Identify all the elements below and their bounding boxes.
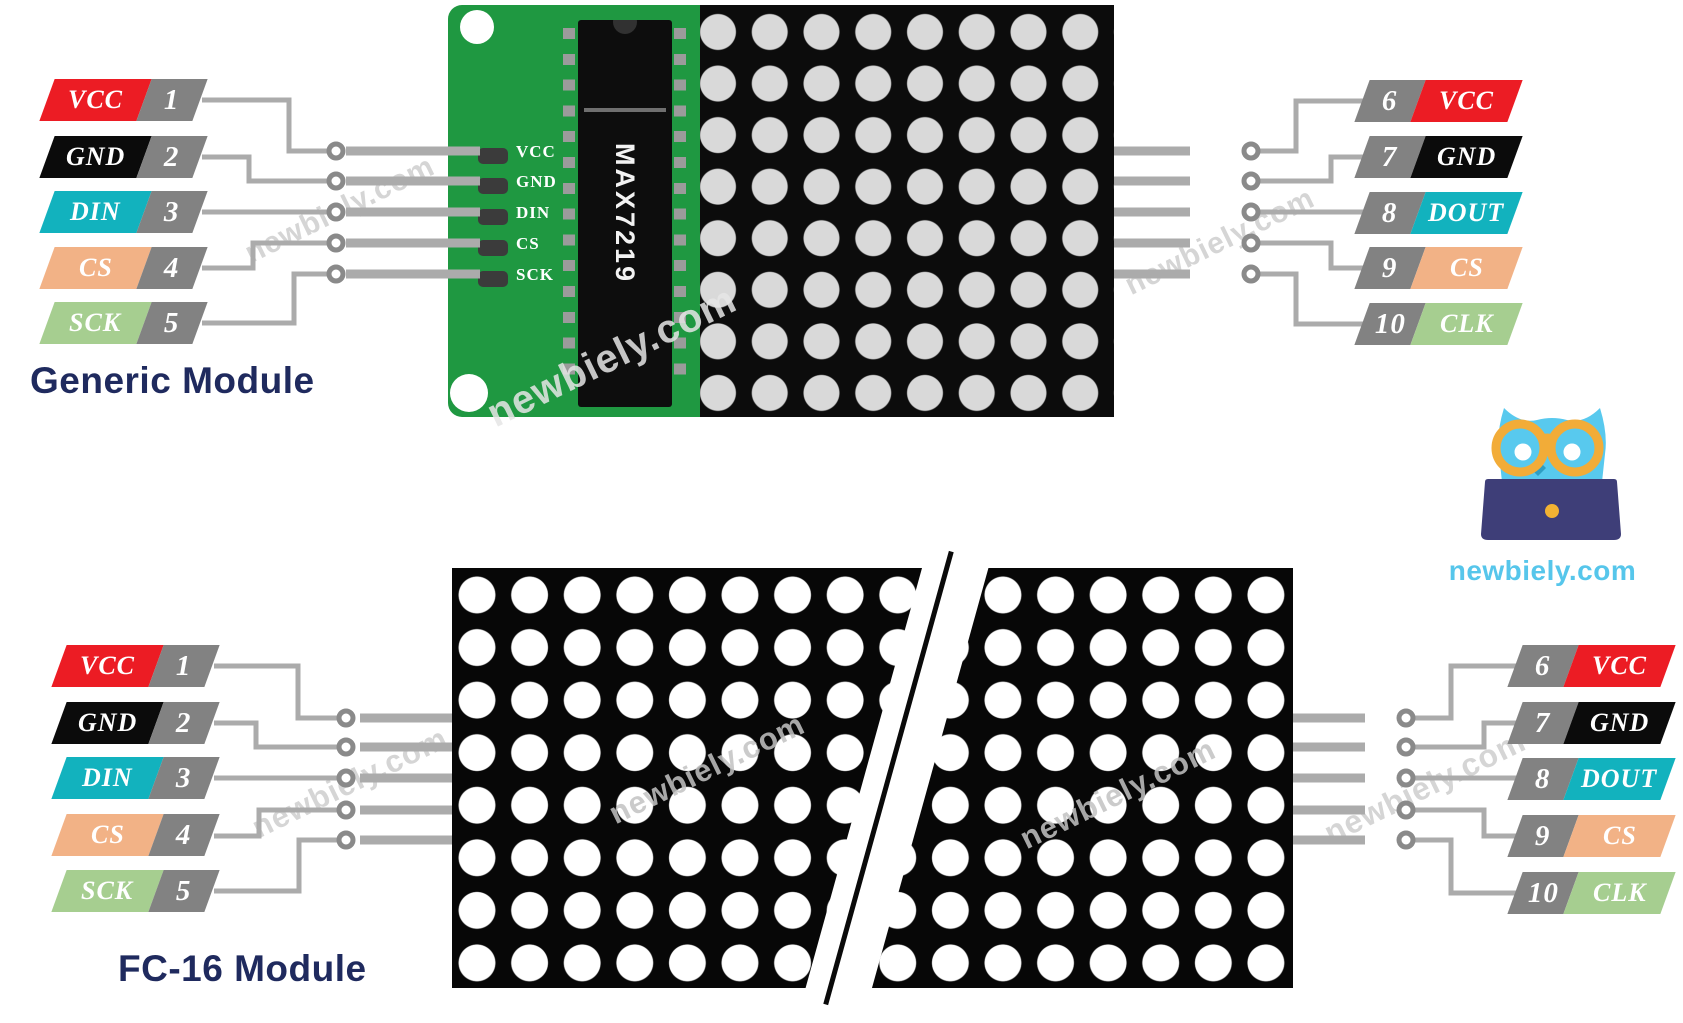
pin-name: CS bbox=[1563, 815, 1676, 857]
pin-name: SCK bbox=[51, 870, 164, 912]
pin-name: CS bbox=[39, 247, 152, 289]
pin-name: CS bbox=[1410, 247, 1523, 289]
pcb-pad-gnd bbox=[478, 178, 508, 194]
pin-name: GND bbox=[51, 702, 164, 744]
pin-label-6-vcc: 6 VCC bbox=[1507, 645, 1676, 687]
silk-sck: SCK bbox=[516, 265, 554, 284]
pin-name: DOUT bbox=[1410, 192, 1523, 234]
pcb-pad-din bbox=[478, 209, 508, 225]
logo-caption: newbiely.com bbox=[1448, 555, 1637, 586]
pin-name: DIN bbox=[39, 191, 152, 233]
pin-name: VCC bbox=[1563, 645, 1676, 687]
mounting-hole-top bbox=[460, 10, 494, 44]
top-left-wires bbox=[202, 97, 480, 326]
newbiely-logo: newbiely.com bbox=[1440, 392, 1645, 587]
bottom-left-wires bbox=[214, 663, 452, 894]
pin-name: CS bbox=[51, 814, 164, 856]
pin-label-sck-5: SCK 5 bbox=[39, 302, 208, 344]
pin-name: CLK bbox=[1563, 872, 1676, 914]
owl-logo-icon bbox=[1481, 408, 1621, 540]
pin-label-8-dout: 8 DOUT bbox=[1507, 758, 1676, 800]
pin-name: VCC bbox=[51, 645, 164, 687]
pcb-pad-sck bbox=[478, 271, 508, 287]
pcb-board: MAX7219 VCC GND DIN CS SCK bbox=[448, 5, 700, 417]
pin-label-din-3: DIN 3 bbox=[39, 191, 208, 233]
pin-name: GND bbox=[39, 136, 152, 178]
pin-label-8-dout: 8 DOUT bbox=[1354, 192, 1523, 234]
pin-name: CLK bbox=[1410, 303, 1523, 345]
generic-module-title: Generic Module bbox=[30, 360, 315, 401]
ic-pads-left bbox=[563, 28, 575, 378]
pin-name: GND bbox=[1563, 702, 1676, 744]
pcb-pad-cs bbox=[478, 240, 508, 256]
bottom-right-wires bbox=[1293, 663, 1518, 896]
pin-label-cs-4: CS 4 bbox=[39, 247, 208, 289]
pin-label-10-clk: 10 CLK bbox=[1354, 303, 1523, 345]
silk-cs: CS bbox=[516, 234, 540, 253]
pin-name: DIN bbox=[51, 757, 164, 799]
pin-label-9-cs: 9 CS bbox=[1354, 247, 1523, 289]
pin-name: SCK bbox=[39, 302, 152, 344]
max7219-chip: MAX7219 bbox=[578, 20, 672, 407]
pin-label-10-clk: 10 CLK bbox=[1507, 872, 1676, 914]
pin-label-sck-5: SCK 5 bbox=[51, 870, 220, 912]
ic-pads-right bbox=[674, 28, 686, 378]
pin-name: GND bbox=[1410, 136, 1523, 178]
silk-vcc: VCC bbox=[516, 142, 556, 161]
pin-label-cs-4: CS 4 bbox=[51, 814, 220, 856]
led-matrix-8x8 bbox=[700, 5, 1114, 417]
pin-name: VCC bbox=[39, 79, 152, 121]
pin-name: DOUT bbox=[1563, 758, 1676, 800]
chip-notch bbox=[613, 20, 637, 34]
pin-label-din-3: DIN 3 bbox=[51, 757, 220, 799]
fc16-module-title: FC-16 Module bbox=[118, 948, 367, 989]
mounting-hole-bottom bbox=[450, 374, 488, 412]
pin-label-gnd-2: GND 2 bbox=[51, 702, 220, 744]
silk-din: DIN bbox=[516, 203, 551, 222]
pcb-pad-vcc bbox=[478, 148, 508, 164]
silk-gnd: GND bbox=[516, 172, 557, 191]
pin-label-7-gnd: 7 GND bbox=[1507, 702, 1676, 744]
pin-label-vcc-1: VCC 1 bbox=[39, 79, 208, 121]
pin-label-gnd-2: GND 2 bbox=[39, 136, 208, 178]
pin-label-9-cs: 9 CS bbox=[1507, 815, 1676, 857]
pin-label-7-gnd: 7 GND bbox=[1354, 136, 1523, 178]
pin-label-6-vcc: 6 VCC bbox=[1354, 80, 1523, 122]
top-right-wires bbox=[1114, 98, 1366, 327]
pin-name: VCC bbox=[1410, 80, 1523, 122]
chip-mark bbox=[584, 108, 666, 112]
pin-label-vcc-1: VCC 1 bbox=[51, 645, 220, 687]
